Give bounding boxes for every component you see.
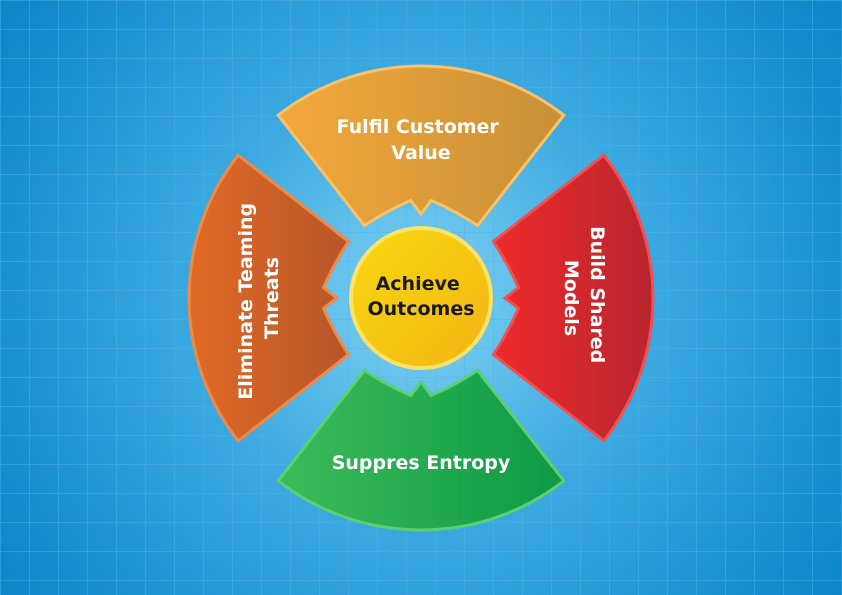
top-label-line1: Fulfil Customer (337, 116, 500, 138)
center-circle (349, 226, 493, 370)
segment-build-shared-models (491, 153, 655, 443)
left-label-line2: Threats (261, 257, 283, 339)
bottom-segment-label: Suppres Entropy (332, 452, 511, 474)
segment-eliminate-teaming-threats (187, 153, 351, 443)
segment-suppres-entropy (276, 368, 566, 532)
left-label-line1: Eliminate Teaming (235, 203, 257, 400)
left-segment-label: Eliminate Teaming Threats (235, 196, 283, 399)
bottom-label-line1: Suppres Entropy (332, 452, 511, 474)
right-label-line2: Models (560, 260, 582, 336)
right-label-line1: Build Shared (586, 226, 608, 363)
center-label-line2: Outcomes (367, 298, 474, 320)
right-segment-label: Build Shared Models (560, 226, 608, 370)
top-label-line2: Value (391, 142, 450, 164)
center-label: Achieve Outcomes (367, 273, 474, 320)
segment-fulfil-customer-value (276, 64, 566, 228)
top-segment-label: Fulfil Customer Value (337, 116, 506, 164)
center-label-line1: Achieve (376, 273, 460, 295)
